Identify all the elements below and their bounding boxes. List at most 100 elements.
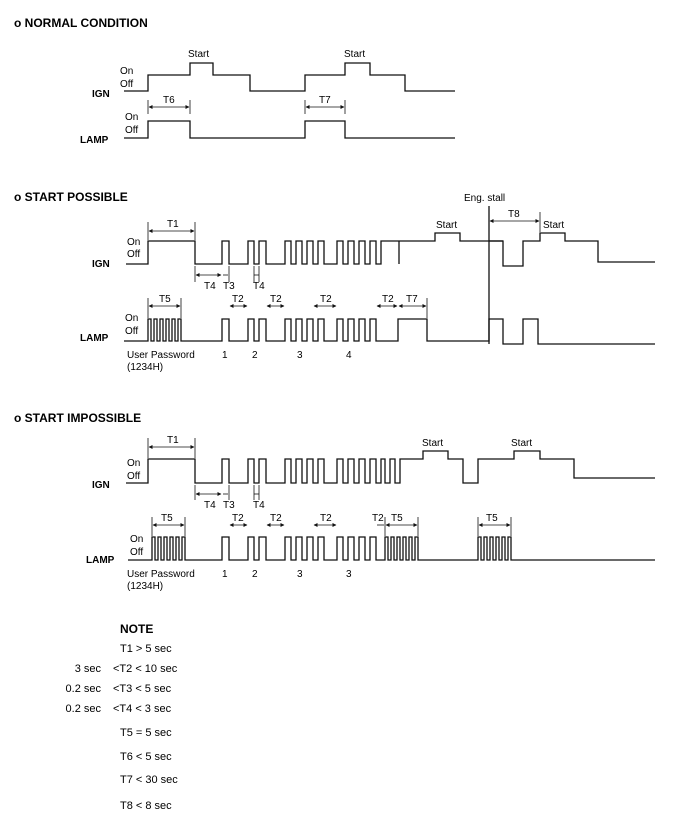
svg-text:T4: T4: [253, 281, 265, 292]
password-value-label: (1234H): [127, 581, 163, 592]
ign-off-label: Off: [127, 471, 140, 482]
start-label: Start: [436, 220, 457, 231]
svg-text:T3: T3: [223, 281, 235, 292]
note-item: <T3 < 5 sec: [113, 683, 172, 695]
svg-text:T1: T1: [167, 435, 179, 446]
note-prefix: 0.2 sec: [66, 703, 102, 715]
lamp-off-label: Off: [130, 547, 143, 558]
password-digit: 3: [297, 350, 303, 361]
svg-text:T3: T3: [223, 500, 235, 511]
ign-waveform: [126, 232, 655, 267]
svg-text:T6: T6: [163, 95, 175, 106]
t7-dimension: T7: [304, 95, 346, 114]
svg-text:T2: T2: [372, 513, 384, 524]
ign-waveform: [126, 450, 655, 484]
t2-dimension: T2: [376, 294, 398, 308]
note-item: T8 < 8 sec: [120, 800, 172, 812]
svg-text:T2: T2: [320, 294, 332, 305]
note-item: T7 < 30 sec: [120, 774, 178, 786]
note-heading: NOTE: [120, 622, 153, 636]
start-label: Start: [422, 438, 443, 449]
lamp-on-label: On: [130, 534, 143, 545]
lamp-off-label: Off: [125, 125, 138, 136]
svg-text:T5: T5: [161, 513, 173, 524]
password-digit: 2: [252, 350, 258, 361]
t7-dimension: T7: [398, 294, 428, 318]
note-item: <T4 < 3 sec: [113, 703, 172, 715]
start-label: Start: [188, 49, 209, 60]
t2-dimension: T2: [372, 513, 384, 526]
ign-on-label: On: [120, 66, 133, 77]
svg-text:T2: T2: [232, 513, 244, 524]
t5-dimension: T5: [147, 294, 182, 318]
ign-signal-label: IGN: [92, 259, 110, 270]
lamp-signal-label: LAMP: [80, 333, 109, 344]
note-item: T1 > 5 sec: [120, 643, 172, 655]
note-item: T5 = 5 sec: [120, 727, 172, 739]
svg-text:T4: T4: [253, 500, 265, 511]
svg-text:T4: T4: [204, 281, 216, 292]
svg-text:T5: T5: [486, 513, 498, 524]
start-label: Start: [344, 49, 365, 60]
t4-dimension: T4: [194, 266, 222, 292]
t3-dimension: T3: [223, 266, 235, 292]
t5-dimension: T5: [384, 513, 419, 536]
section-title-possible: o START POSSIBLE: [14, 190, 128, 204]
t1-dimension: T1: [147, 219, 196, 240]
start-label: Start: [511, 438, 532, 449]
ign-signal-label: IGN: [92, 480, 110, 491]
ign-signal-label: IGN: [92, 89, 110, 100]
t2-dimension: T2: [266, 294, 285, 308]
note-item: <T2 < 10 sec: [113, 663, 178, 675]
t2-dimension: T2: [266, 513, 285, 527]
password-digit: 1: [222, 569, 228, 580]
ign-off-label: Off: [127, 249, 140, 260]
t5-dimension: T5: [151, 513, 186, 536]
t1-dimension: T1: [147, 435, 196, 458]
lamp-on-label: On: [125, 112, 138, 123]
note-list: T1 > 5 sec 3 sec <T2 < 10 sec 0.2 sec <T3 < …: [66, 643, 179, 812]
password-digit: 3: [346, 569, 352, 580]
ign-on-label: On: [127, 458, 140, 469]
svg-text:T2: T2: [320, 513, 332, 524]
section-title-normal: o NORMAL CONDITION: [14, 16, 148, 30]
t4-dimension: T4: [253, 485, 265, 511]
svg-text:T2: T2: [232, 294, 244, 305]
lamp-signal-label: LAMP: [86, 555, 115, 566]
user-password-label: User Password: [127, 569, 195, 580]
t2-dimension: T2: [313, 513, 337, 527]
lamp-signal-label: LAMP: [80, 135, 109, 146]
svg-text:T7: T7: [319, 95, 331, 106]
svg-text:T2: T2: [270, 513, 282, 524]
start-label: Start: [543, 220, 564, 231]
svg-text:T4: T4: [204, 500, 216, 511]
svg-text:T2: T2: [382, 294, 394, 305]
svg-text:T7: T7: [406, 294, 418, 305]
t4-dimension: T4: [253, 266, 265, 292]
note-prefix: 3 sec: [75, 663, 102, 675]
ign-off-label: Off: [120, 79, 133, 90]
password-digit: 1: [222, 350, 228, 361]
password-digit: 4: [346, 350, 352, 361]
section-title-impossible: o START IMPOSSIBLE: [14, 411, 141, 425]
t2-dimension: T2: [229, 294, 248, 308]
t3-dimension: T3: [223, 485, 235, 511]
t2-dimension: T2: [313, 294, 337, 308]
password-digit: 3: [297, 569, 303, 580]
svg-text:T1: T1: [167, 219, 179, 230]
t4-dimension: T4: [194, 485, 222, 511]
password-value-label: (1234H): [127, 362, 163, 373]
svg-text:T8: T8: [508, 209, 520, 220]
note-item: T6 < 5 sec: [120, 751, 172, 763]
eng-stall-label: Eng. stall: [464, 193, 505, 204]
lamp-on-label: On: [125, 313, 138, 324]
lamp-waveform: [124, 120, 455, 139]
svg-text:T2: T2: [270, 294, 282, 305]
user-password-label: User Password: [127, 350, 195, 361]
note-prefix: 0.2 sec: [66, 683, 102, 695]
lamp-waveform: [124, 318, 655, 345]
ign-waveform: [124, 62, 455, 92]
t5-dimension: T5: [477, 513, 512, 536]
t6-dimension: T6: [147, 95, 191, 114]
